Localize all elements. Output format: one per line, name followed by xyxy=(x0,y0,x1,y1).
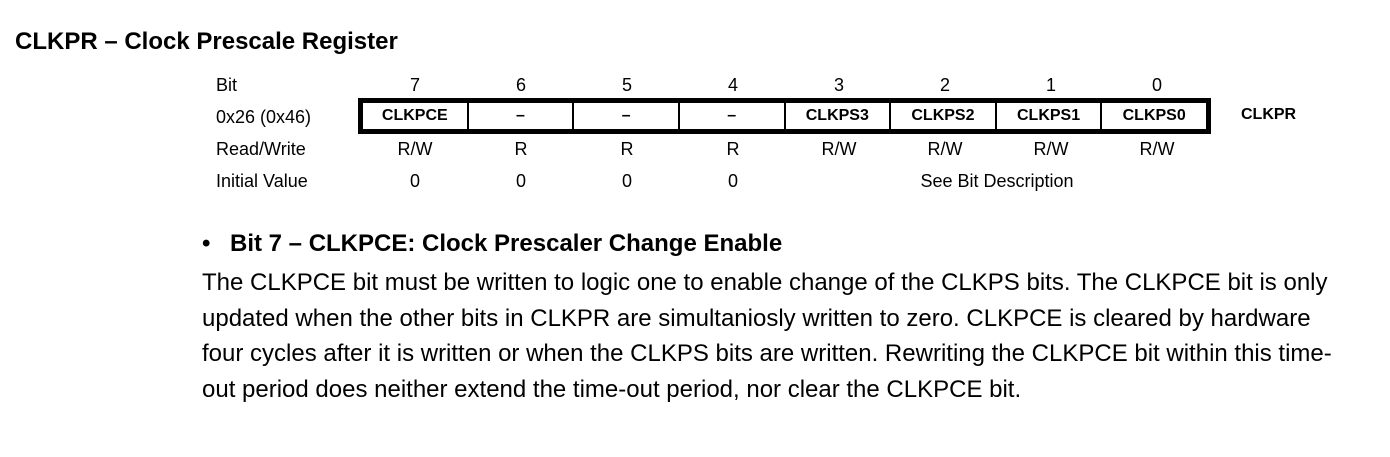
heading-text: Bit 7 – CLKPCE: Clock Prescaler Change E… xyxy=(230,230,783,257)
bit-number: 4 xyxy=(727,75,738,95)
bit-cell-clkps1: CLKPS1 xyxy=(997,103,1103,129)
bit-cell-clkpce: CLKPCE xyxy=(363,103,469,129)
read-write-value: R/W xyxy=(397,139,433,159)
bit-number: 2 xyxy=(939,75,950,95)
read-write-value: R xyxy=(726,139,740,159)
bit-number: 1 xyxy=(1045,75,1056,95)
bit-number: 3 xyxy=(833,75,844,95)
see-bit-description: See Bit Description xyxy=(920,171,1074,191)
bit-row-label: Bit xyxy=(216,75,238,95)
read-write-value: R/W xyxy=(1139,139,1175,159)
register-bit-table: CLKPCE – – – CLKPS3 CLKPS2 CLKPS1 CLKPS0 xyxy=(358,98,1211,134)
bit-number: 0 xyxy=(1151,75,1162,95)
read-write-value: R/W xyxy=(821,139,857,159)
address-label: 0x26 (0x46) xyxy=(216,107,312,127)
bit-cell-clkps3: CLKPS3 xyxy=(786,103,892,129)
bullet-icon: • xyxy=(202,230,211,257)
read-write-value: R/W xyxy=(927,139,963,159)
bit-cell-reserved: – xyxy=(469,103,575,129)
register-name: CLKPR xyxy=(1241,106,1297,123)
bit-cell-reserved: – xyxy=(574,103,680,129)
initial-value: 0 xyxy=(621,171,632,191)
read-write-row-label: Read/Write xyxy=(216,139,306,159)
read-write-value: R xyxy=(514,139,528,159)
read-write-value: R/W xyxy=(1033,139,1069,159)
bit-number: 6 xyxy=(515,75,526,95)
bit-cell-clkps0: CLKPS0 xyxy=(1122,107,1186,124)
initial-value-row-label: Initial Value xyxy=(216,171,308,191)
initial-value: 0 xyxy=(727,171,738,191)
bit-description-body: The CLKPCE bit must be written to logic … xyxy=(202,269,1332,403)
initial-value: 0 xyxy=(515,171,526,191)
read-write-value: R xyxy=(620,139,634,159)
bit-cell-clkps2: CLKPS2 xyxy=(891,103,997,129)
bit-number: 5 xyxy=(621,75,632,95)
page-title: CLKPR – Clock Prescale Register xyxy=(15,28,398,55)
bit-number: 7 xyxy=(409,75,420,95)
bit-description-heading: • Bit 7 – CLKPCE: Clock Prescaler Change … xyxy=(202,230,782,258)
bit-cell-reserved: – xyxy=(680,103,786,129)
initial-value: 0 xyxy=(409,171,420,191)
